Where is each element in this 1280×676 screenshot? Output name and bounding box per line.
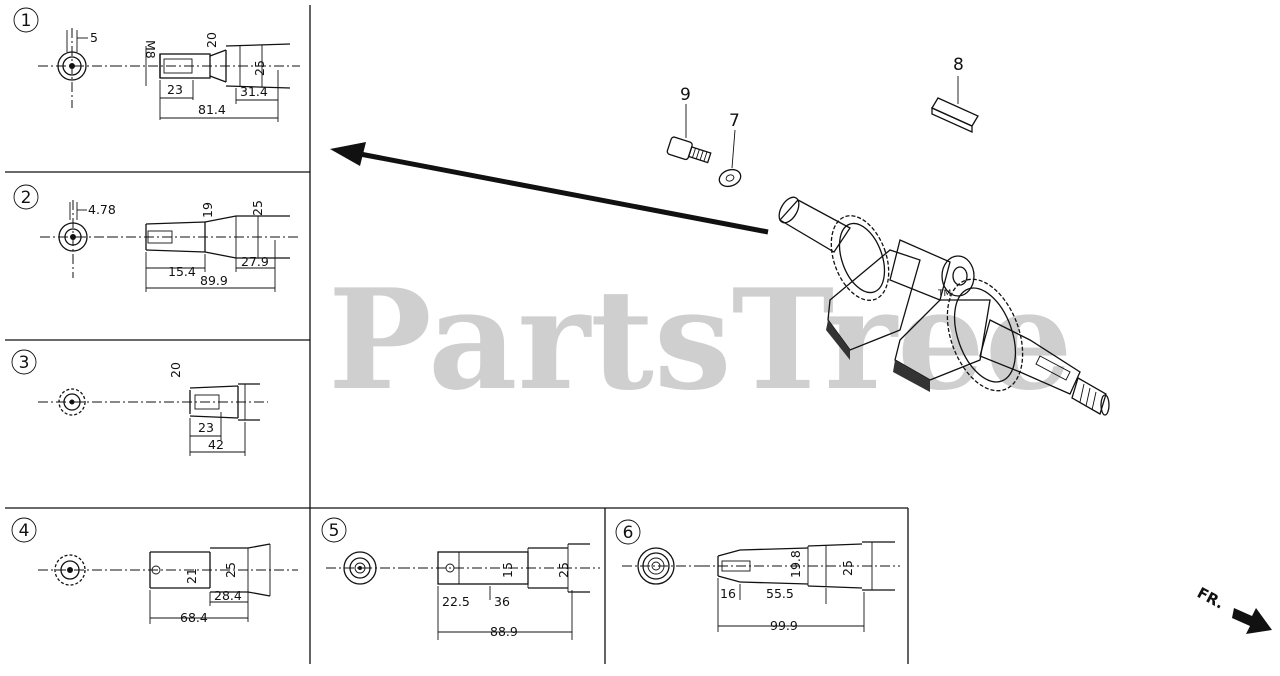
- svg-text:36: 36: [494, 594, 510, 609]
- washer-part: 7: [718, 111, 742, 188]
- callout-washer: 7: [729, 111, 740, 131]
- panel-number-badge: [11, 517, 37, 543]
- svg-text:5: 5: [90, 30, 98, 45]
- svg-text:88.9: 88.9: [490, 624, 518, 639]
- svg-text:4.78: 4.78: [88, 202, 116, 217]
- key-part: 8: [931, 55, 979, 134]
- svg-text:25: 25: [223, 562, 238, 578]
- svg-text:27.9: 27.9: [241, 254, 269, 269]
- svg-text:19.8: 19.8: [788, 550, 803, 578]
- panel-number-badge: [13, 7, 39, 33]
- panel-1: 1 5 M8 20 25 23 31.4 81.4: [13, 7, 300, 122]
- panel-grid: [5, 5, 909, 664]
- panel-2: 2 4.78 19 25 15.4 27.9 89.9: [13, 184, 300, 292]
- panel-number: 5: [329, 521, 340, 541]
- panel-4: 4 21 25 28.4 68.4: [11, 517, 298, 625]
- svg-text:28.4: 28.4: [214, 588, 242, 603]
- panel-6: 6 19.8 25 16 55.5 99.9: [615, 519, 900, 633]
- front-direction-indicator: FR.: [1194, 584, 1272, 634]
- svg-text:25: 25: [840, 560, 855, 576]
- svg-text:89.9: 89.9: [200, 273, 228, 288]
- svg-text:22.5: 22.5: [442, 594, 470, 609]
- panel-3: 3 20 23 42: [11, 349, 268, 456]
- panel-number: 4: [19, 521, 30, 541]
- svg-text:21: 21: [184, 568, 199, 584]
- front-arrow-icon: [1232, 608, 1272, 634]
- panel-number: 3: [19, 353, 30, 373]
- svg-text:99.9: 99.9: [770, 618, 798, 633]
- direction-label: FR.: [1194, 584, 1227, 613]
- watermark-text: PartsTree: [328, 258, 1073, 421]
- callout-key: 8: [953, 55, 964, 75]
- svg-text:15.4: 15.4: [168, 264, 196, 279]
- svg-text:81.4: 81.4: [198, 102, 226, 117]
- panel-number-badge: [13, 184, 39, 210]
- leader-arrow: [330, 142, 769, 235]
- svg-text:20: 20: [204, 32, 219, 48]
- panel-number: 2: [21, 188, 32, 208]
- panel-number-badge: [321, 517, 347, 543]
- svg-text:55.5: 55.5: [766, 586, 794, 601]
- crankshaft-illustration: [778, 196, 1110, 416]
- svg-text:68.4: 68.4: [180, 610, 208, 625]
- watermark-tm: TM: [937, 289, 951, 299]
- svg-text:31.4: 31.4: [240, 84, 268, 99]
- svg-text:19: 19: [200, 202, 215, 218]
- watermark: PartsTree TM: [328, 258, 1073, 421]
- svg-text:25: 25: [250, 200, 265, 216]
- svg-text:23: 23: [198, 420, 214, 435]
- svg-text:25: 25: [252, 60, 267, 76]
- callout-bolt: 9: [680, 85, 691, 105]
- panel-number-badge: [615, 519, 641, 545]
- panel-5: 5 15 25 22.5 36 88.9: [321, 517, 600, 640]
- svg-text:20: 20: [168, 362, 183, 378]
- svg-text:M8: M8: [143, 40, 158, 59]
- svg-text:25: 25: [556, 562, 571, 578]
- bolt-part: 9: [666, 85, 712, 164]
- svg-text:16: 16: [720, 586, 736, 601]
- svg-text:23: 23: [167, 82, 183, 97]
- svg-text:42: 42: [208, 437, 224, 452]
- panel-number: 6: [623, 523, 634, 543]
- panel-number-badge: [11, 349, 37, 375]
- svg-text:15: 15: [500, 562, 515, 578]
- panel-number: 1: [21, 11, 32, 31]
